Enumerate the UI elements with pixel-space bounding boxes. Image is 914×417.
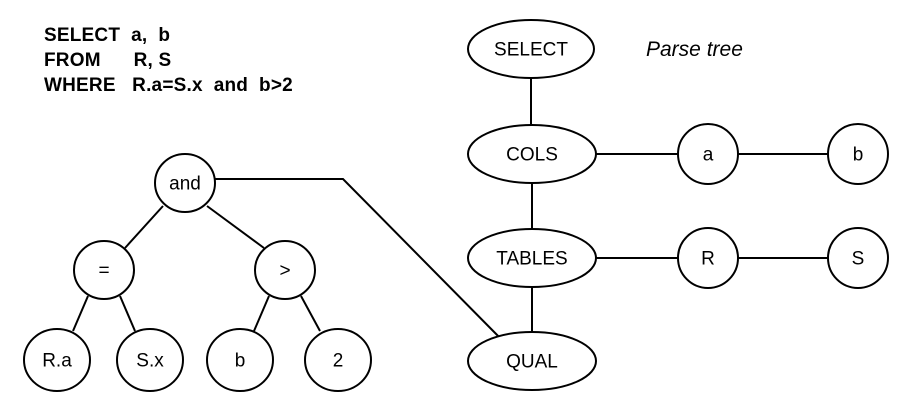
- parse-node-qual[interactable]: QUAL: [467, 331, 597, 391]
- parse-node-select[interactable]: SELECT: [467, 19, 595, 79]
- sql-line-select: SELECT a, b: [44, 25, 170, 46]
- expr-node-shape-sx: [116, 328, 184, 392]
- parse-node-label-tables: TABLES: [496, 249, 567, 270]
- cross-link-edge: [215, 178, 507, 345]
- parse-node-label-a: a: [703, 145, 714, 166]
- expr-node-shape-gt: [254, 240, 316, 300]
- expr-node-label-two: 2: [333, 351, 344, 372]
- expr-node-shape-ra: [23, 328, 91, 392]
- expr-node-ra[interactable]: R.a: [23, 328, 91, 392]
- parse-node-tables[interactable]: TABLES: [467, 228, 597, 288]
- expression-tree-nodes: and = > R.a S.x b 2: [23, 153, 372, 392]
- expr-node-shape-b2: [206, 328, 274, 392]
- expr-edge-eq-to-sx: [119, 295, 136, 332]
- expression-tree-edges: [72, 205, 321, 332]
- expr-edge-eq-to-ra: [72, 295, 89, 332]
- expr-node-label-eq: =: [98, 261, 109, 282]
- parse-node-a[interactable]: a: [677, 123, 739, 185]
- parse-node-label-cols: COLS: [506, 145, 558, 166]
- parse-node-shape-tables: [467, 228, 597, 288]
- parse-node-shape-s: [827, 227, 889, 289]
- parse-node-r[interactable]: R: [677, 227, 739, 289]
- parse-tree-caption: Parse tree: [646, 38, 743, 61]
- expr-node-label-ra: R.a: [42, 351, 72, 372]
- expr-edge-gt-to-two: [300, 295, 321, 332]
- expr-node-label-and: and: [169, 174, 201, 195]
- expr-node-and[interactable]: and: [154, 153, 216, 213]
- parse-node-shape-qual: [467, 331, 597, 391]
- parse-node-s[interactable]: S: [827, 227, 889, 289]
- expr-edge-gt-to-b2: [253, 295, 270, 332]
- parse-node-b[interactable]: b: [827, 123, 889, 185]
- parse-node-shape-select: [467, 19, 595, 79]
- parse-node-label-select: SELECT: [494, 40, 568, 61]
- cross-link-and-to-qual: [215, 178, 507, 345]
- parse-node-shape-b: [827, 123, 889, 185]
- expr-node-label-gt: >: [279, 261, 290, 282]
- parse-node-label-s: S: [852, 249, 865, 270]
- parse-node-label-r: R: [701, 249, 715, 270]
- expr-node-gt[interactable]: >: [254, 240, 316, 300]
- parse-node-shape-a: [677, 123, 739, 185]
- parse-node-shape-r: [677, 227, 739, 289]
- expr-node-label-sx: S.x: [136, 351, 164, 372]
- expr-node-label-b2: b: [235, 351, 246, 372]
- expr-node-shape-eq: [73, 240, 135, 300]
- expr-node-sx[interactable]: S.x: [116, 328, 184, 392]
- parse-node-label-qual: QUAL: [506, 352, 558, 373]
- expr-edge-and-to-gt: [206, 205, 265, 249]
- parse-tree-nodes: SELECT COLS TABLES QUAL a bR S: [467, 19, 889, 391]
- expr-node-two[interactable]: 2: [304, 328, 372, 392]
- expr-node-shape-two: [304, 328, 372, 392]
- parse-node-shape-cols: [467, 124, 597, 184]
- parse-node-cols[interactable]: COLS: [467, 124, 597, 184]
- expr-node-shape-and: [154, 153, 216, 213]
- expr-edge-and-to-eq: [124, 205, 164, 249]
- parse-tree-edges: [530, 78, 828, 332]
- expr-node-b2[interactable]: b: [206, 328, 274, 392]
- parse-node-label-b: b: [853, 145, 864, 166]
- sql-line-from: FROM R, S: [44, 50, 171, 71]
- sql-query-block: SELECT a, b FROM R, S WHERE R.a=S.x and …: [44, 25, 293, 96]
- sql-line-where: WHERE R.a=S.x and b>2: [44, 75, 293, 96]
- expr-node-eq[interactable]: =: [73, 240, 135, 300]
